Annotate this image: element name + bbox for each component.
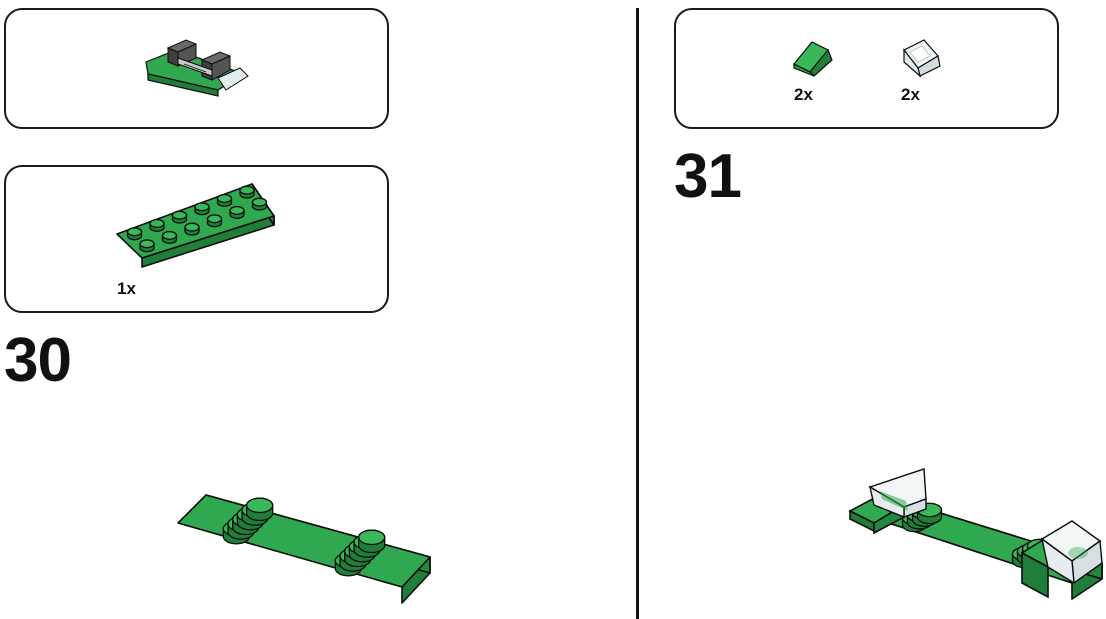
step-30-assembly-illustration bbox=[177, 494, 431, 604]
stud bbox=[246, 497, 274, 522]
stud bbox=[239, 185, 255, 199]
stud bbox=[216, 193, 233, 207]
part-qty-slope-green: 2x bbox=[794, 85, 813, 104]
slope-trans-clear-part-icon bbox=[903, 39, 941, 78]
stud bbox=[229, 205, 245, 219]
stud bbox=[139, 239, 155, 253]
stud bbox=[184, 222, 200, 236]
parts-list-callout-step-31 bbox=[674, 8, 1059, 129]
step-number-31: 31 bbox=[674, 142, 742, 211]
page-divider bbox=[636, 8, 639, 619]
stud bbox=[206, 214, 223, 228]
stud bbox=[358, 529, 386, 554]
step-31-assembly-illustration bbox=[848, 468, 1103, 600]
stud bbox=[171, 210, 188, 224]
stud bbox=[251, 197, 268, 211]
stud bbox=[149, 219, 165, 232]
part-qty-plate-2x6: 1x bbox=[117, 279, 136, 298]
step-number-30: 30 bbox=[4, 326, 72, 395]
stud bbox=[194, 202, 210, 216]
slope-green-part-icon bbox=[793, 41, 833, 77]
submodel-preview-illustration bbox=[145, 39, 249, 97]
stud bbox=[126, 227, 143, 241]
stud bbox=[161, 231, 178, 244]
part-qty-slope-trans-clear: 2x bbox=[901, 85, 920, 104]
plate-2x6-part-icon bbox=[116, 183, 275, 268]
